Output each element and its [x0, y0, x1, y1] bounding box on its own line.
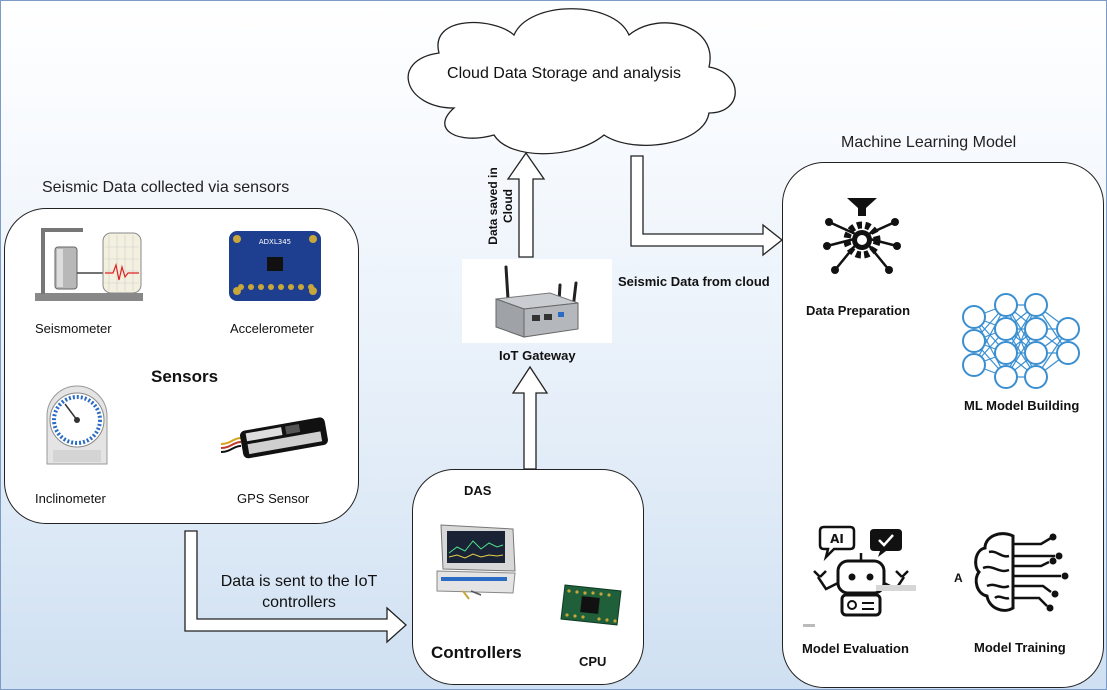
- model-training-icon: [974, 532, 1069, 612]
- nn-node: [1024, 365, 1048, 389]
- nn-edge: [1005, 304, 1037, 378]
- arrow-sensors-to-controllers: [184, 530, 407, 644]
- nn-node: [1024, 293, 1048, 317]
- svg-text:AI: AI: [830, 532, 844, 546]
- das-label: DAS: [464, 483, 492, 498]
- gateway-label: IoT Gateway: [499, 348, 576, 363]
- gateway-to-cloud-label: Data saved in Cloud: [486, 167, 515, 245]
- accelerometer-label: Accelerometer: [230, 321, 314, 336]
- data-preparation-icon: [823, 198, 901, 274]
- gps-sensor-image: [220, 417, 328, 459]
- sensors-heading: Sensors: [151, 367, 219, 386]
- cloud-label: Cloud Data Storage and analysis: [447, 65, 681, 82]
- nn-node: [994, 293, 1018, 317]
- nn-node: [962, 353, 986, 377]
- data-preparation-label: Data Preparation: [806, 303, 911, 318]
- gps-sensor-label: GPS Sensor: [237, 491, 310, 506]
- cloud-to-ml-label: Seismic Data from cloud: [618, 274, 770, 289]
- nn-node: [994, 341, 1018, 365]
- nn-node: [1056, 317, 1080, 341]
- das-image: [436, 524, 516, 600]
- nn-node: [994, 317, 1018, 341]
- nn-node: [1024, 317, 1048, 341]
- ml-title: Machine Learning Model: [841, 134, 1017, 151]
- inclinometer-label: Inclinometer: [35, 491, 106, 506]
- gateway-image-frame: [462, 259, 612, 343]
- svg-text:ADXL345: ADXL345: [259, 238, 291, 246]
- model-evaluation-label: Model Evaluation: [802, 641, 909, 656]
- arrow-cloud-to-ml: [630, 155, 784, 257]
- model-evaluation-icon: AI: [813, 525, 916, 617]
- sensors-to-controllers-label: Data is sent to the IoT controllers: [220, 573, 378, 611]
- cpu-label: CPU: [579, 654, 607, 669]
- seismometer-label: Seismometer: [35, 321, 112, 336]
- cloud-shape: [407, 8, 736, 155]
- ml-model-building-label: ML Model Building: [964, 398, 1080, 413]
- decorative-dash: [803, 624, 815, 627]
- arrow-controllers-to-gateway: [511, 365, 549, 470]
- arrow-mark-label: A: [954, 571, 963, 585]
- nn-node: [962, 329, 986, 353]
- cpu-image: [560, 584, 622, 626]
- inclinometer-image: [46, 385, 108, 465]
- model-training-label: Model Training: [974, 640, 1066, 655]
- iot-gateway-image: [495, 265, 579, 338]
- seismometer-image: [35, 228, 143, 301]
- ml-model-building-icon: [962, 293, 1080, 389]
- nn-node: [1056, 341, 1080, 365]
- accelerometer-image: ADXL345: [229, 231, 321, 301]
- ml-panel: [782, 162, 1104, 688]
- sensors-title: Seismic Data collected via sensors: [42, 179, 290, 196]
- controllers-heading: Controllers: [431, 643, 522, 662]
- nn-node: [962, 305, 986, 329]
- nn-node: [994, 365, 1018, 389]
- nn-node: [1024, 341, 1048, 365]
- arrow-gateway-to-cloud: [506, 151, 546, 258]
